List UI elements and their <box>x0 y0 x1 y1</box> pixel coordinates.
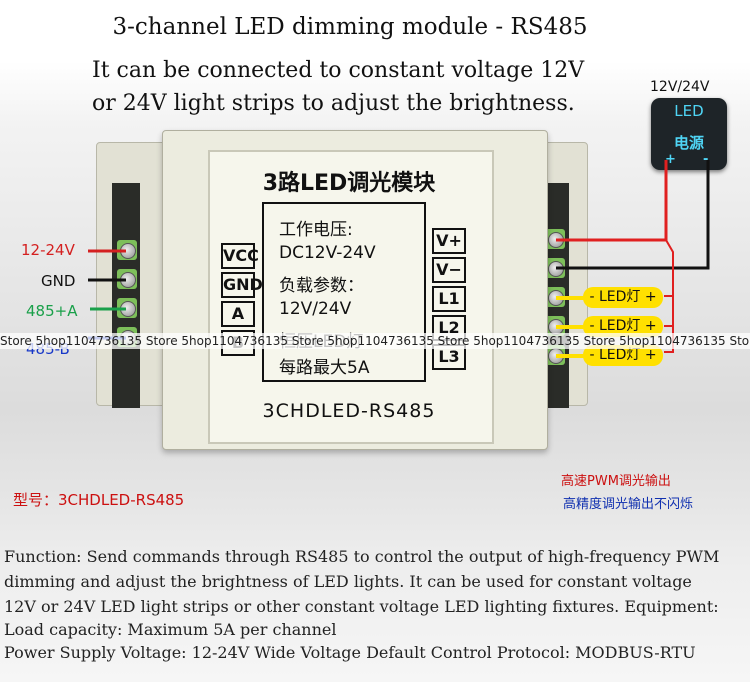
pwm-note-2: 高精度调光输出不闪烁 <box>563 497 694 512</box>
label-a: A <box>221 301 255 327</box>
spec-box <box>262 202 426 382</box>
page-title: 3-channel LED dimming module - RS485 <box>112 14 588 40</box>
psu-minus-label: - <box>703 152 709 167</box>
module-model: 3CHDLED-RS485 <box>262 400 436 422</box>
subtitle-line-2: or 24V light strips to adjust the bright… <box>92 91 575 116</box>
subtitle-line-1: It can be connected to constant voltage … <box>92 58 585 83</box>
spec-line: 工作电压: <box>279 220 353 240</box>
psu-voltage-label: 12V/24V <box>650 79 710 95</box>
lamp-tag-3: - LED灯 + <box>583 345 663 366</box>
label-l1: L1 <box>432 286 466 312</box>
pwm-note-1: 高速PWM调光输出 <box>561 474 671 489</box>
lamp-tag-2: - LED灯 + <box>583 316 663 337</box>
label-v-minus: V− <box>432 257 466 283</box>
psu-led-text: LED <box>674 102 704 120</box>
spec-line: 12V/24V <box>279 299 352 319</box>
wire-v-plus <box>556 160 668 242</box>
label-gnd: GND <box>221 272 263 298</box>
description-line: Power Supply Voltage: 12-24V Wide Voltag… <box>4 643 696 662</box>
label-gnd-wire: GND <box>41 272 76 290</box>
module-title: 3路LED调光模块 <box>262 171 436 196</box>
psu-name: 电源 <box>673 134 704 152</box>
label-12-24v: 12-24V <box>21 241 75 259</box>
spec-line: DC12V-24V <box>279 243 376 263</box>
description-line: Load capacity: Maximum 5A per channel <box>4 620 337 639</box>
description-line: Function: Send commands through RS485 to… <box>4 547 720 566</box>
label-v-plus: V+ <box>432 228 466 254</box>
spec-line: 每路最大5A <box>279 358 370 378</box>
lamp-tag-1: - LED灯 + <box>583 287 663 308</box>
label-485-a: 485+A <box>26 302 78 320</box>
left-terminal-block <box>112 183 140 408</box>
power-supply-icon: LED 电源 + - <box>651 98 727 170</box>
description-line: 12V or 24V LED light strips or other con… <box>4 597 719 616</box>
psu-plus-label: + <box>665 152 676 167</box>
spec-line: 负载参数： <box>279 276 364 296</box>
description-line: dimming and adjust the brightness of LED… <box>4 572 692 591</box>
store-watermark: Store 5hop1104736135 Store 5hop110473613… <box>0 333 750 349</box>
wire-v-minus <box>556 160 710 270</box>
wire-lamp-positive <box>665 239 674 352</box>
label-vcc: VCC <box>221 243 259 269</box>
model-label: 型号：3CHDLED-RS485 <box>13 491 185 509</box>
